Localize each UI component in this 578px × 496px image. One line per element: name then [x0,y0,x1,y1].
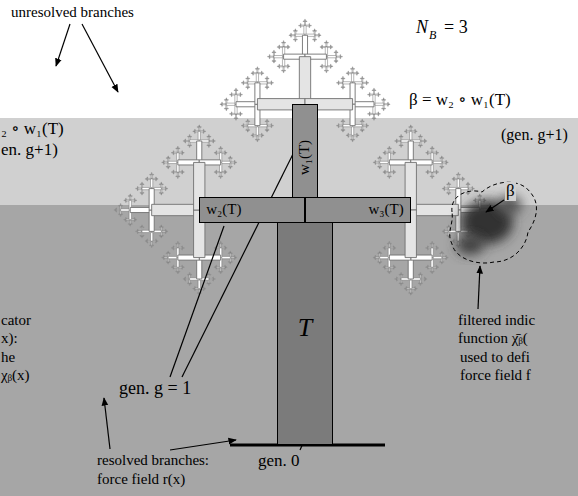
branch-rect [221,256,231,258]
branch-rect [351,73,353,83]
branch-rect [374,103,384,105]
branch-rect [226,103,236,105]
annotation-label: cator [0,312,32,329]
branch-rect [410,131,412,141]
branch-label: w₃(T) [369,202,404,217]
annotation-label: N [415,18,429,38]
branch-rect [380,161,390,163]
annotation-label: force field f [459,367,532,384]
top-band [0,0,578,118]
branch-label: T [298,315,312,341]
branch-rect [256,73,258,83]
annotation-label: β = w₂ ∘ w₁(T) [408,91,512,110]
branch-rect [457,179,459,189]
branch-rect [256,126,258,136]
branch-rect [121,209,131,211]
filtered-indicator-blob [450,182,537,263]
annotation-label: gen. 0 [257,452,301,471]
annotation-label: en. g+1) [0,141,59,160]
branch-label: w₂(T) [206,202,241,217]
branch-rect [221,161,231,163]
branch-rect [198,279,200,289]
branch-rect [299,57,310,105]
branch-rect [152,204,200,215]
branch-rect [274,56,284,58]
branch-rect [432,161,442,163]
branch-rect [353,102,374,107]
branch-rect [304,26,306,36]
branch-rect [326,56,336,58]
branch-rect [198,131,200,141]
branch-plate: w₃(T) [305,197,411,222]
branch-rect [130,207,151,212]
branch-rect [408,258,413,279]
annotation-label: β [505,182,516,201]
branch-rect [380,256,390,258]
branch-rect [302,35,307,56]
branch-rect [408,141,413,162]
branch-rect [168,256,178,258]
annotation-label: resolved branches: [96,452,210,469]
annotation-label: function χ̄ᵦ( [457,330,529,347]
annotation-label: χᵦ(x) [0,367,30,384]
leader-lines [56,24,504,450]
annotation-label: = 3 [443,18,469,38]
branch-label: w₁(T) [297,140,312,175]
branch-rect [432,256,442,258]
branch-plate: w₂(T) [199,197,305,222]
branch-rect [168,161,178,163]
branch-rect [236,102,257,107]
branch-plate: w₁(T) [292,104,317,210]
branch-rect [410,279,412,289]
branch-rect [151,231,153,241]
annotation-label: x): [0,330,19,347]
annotation-label: gen. g = 1 [118,379,192,399]
annotation-label: unresolved branches [10,4,135,21]
annotation-label: (gen. g+1) [500,126,569,144]
bottom-band [0,205,578,496]
branch-rect [197,258,202,279]
trunk-branch: T [277,210,333,445]
annotation-label: filtered indic [457,312,536,329]
branch-rect [197,141,202,162]
branch-rect [151,179,153,189]
annotation-label: B [428,29,437,42]
annotation-label: force field r(x) [96,471,186,488]
branch-rect [411,204,459,215]
annotation-label: he [0,349,16,366]
annotation-label: used to defi [459,349,531,366]
annotation-label: ₂ ∘ w₁(T) [0,120,65,139]
branch-rect [351,126,353,136]
